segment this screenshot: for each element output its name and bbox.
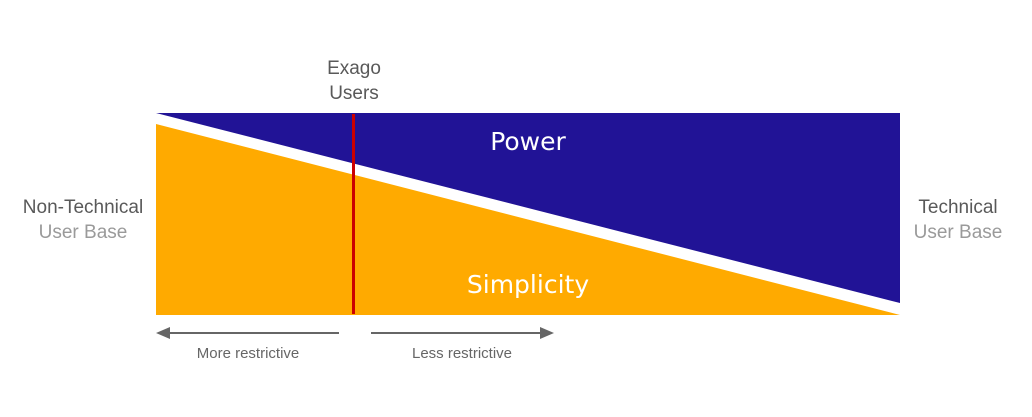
non-technical-label: Non-Technical User Base — [8, 195, 158, 245]
technical-label: Technical User Base — [898, 195, 1018, 245]
more-restrictive-label: More restrictive — [196, 345, 300, 362]
exago-users-line1: Exago — [327, 58, 381, 79]
power-region — [156, 113, 900, 303]
power-label: Power — [490, 127, 566, 156]
exago-users-line2: Users — [329, 83, 379, 104]
technical-line2: User Base — [913, 222, 1003, 243]
non-technical-line1: Non-Technical — [22, 197, 144, 218]
technical-line1: Technical — [918, 197, 998, 218]
more-restrictive-arrow — [156, 327, 339, 339]
simplicity-label: Simplicity — [466, 270, 590, 299]
less-restrictive-arrow — [371, 327, 554, 339]
less-restrictive-label: Less restrictive — [411, 345, 513, 362]
exago-users-label: Exago Users — [304, 56, 404, 106]
simplicity-region — [156, 124, 900, 315]
non-technical-line2: User Base — [38, 222, 128, 243]
